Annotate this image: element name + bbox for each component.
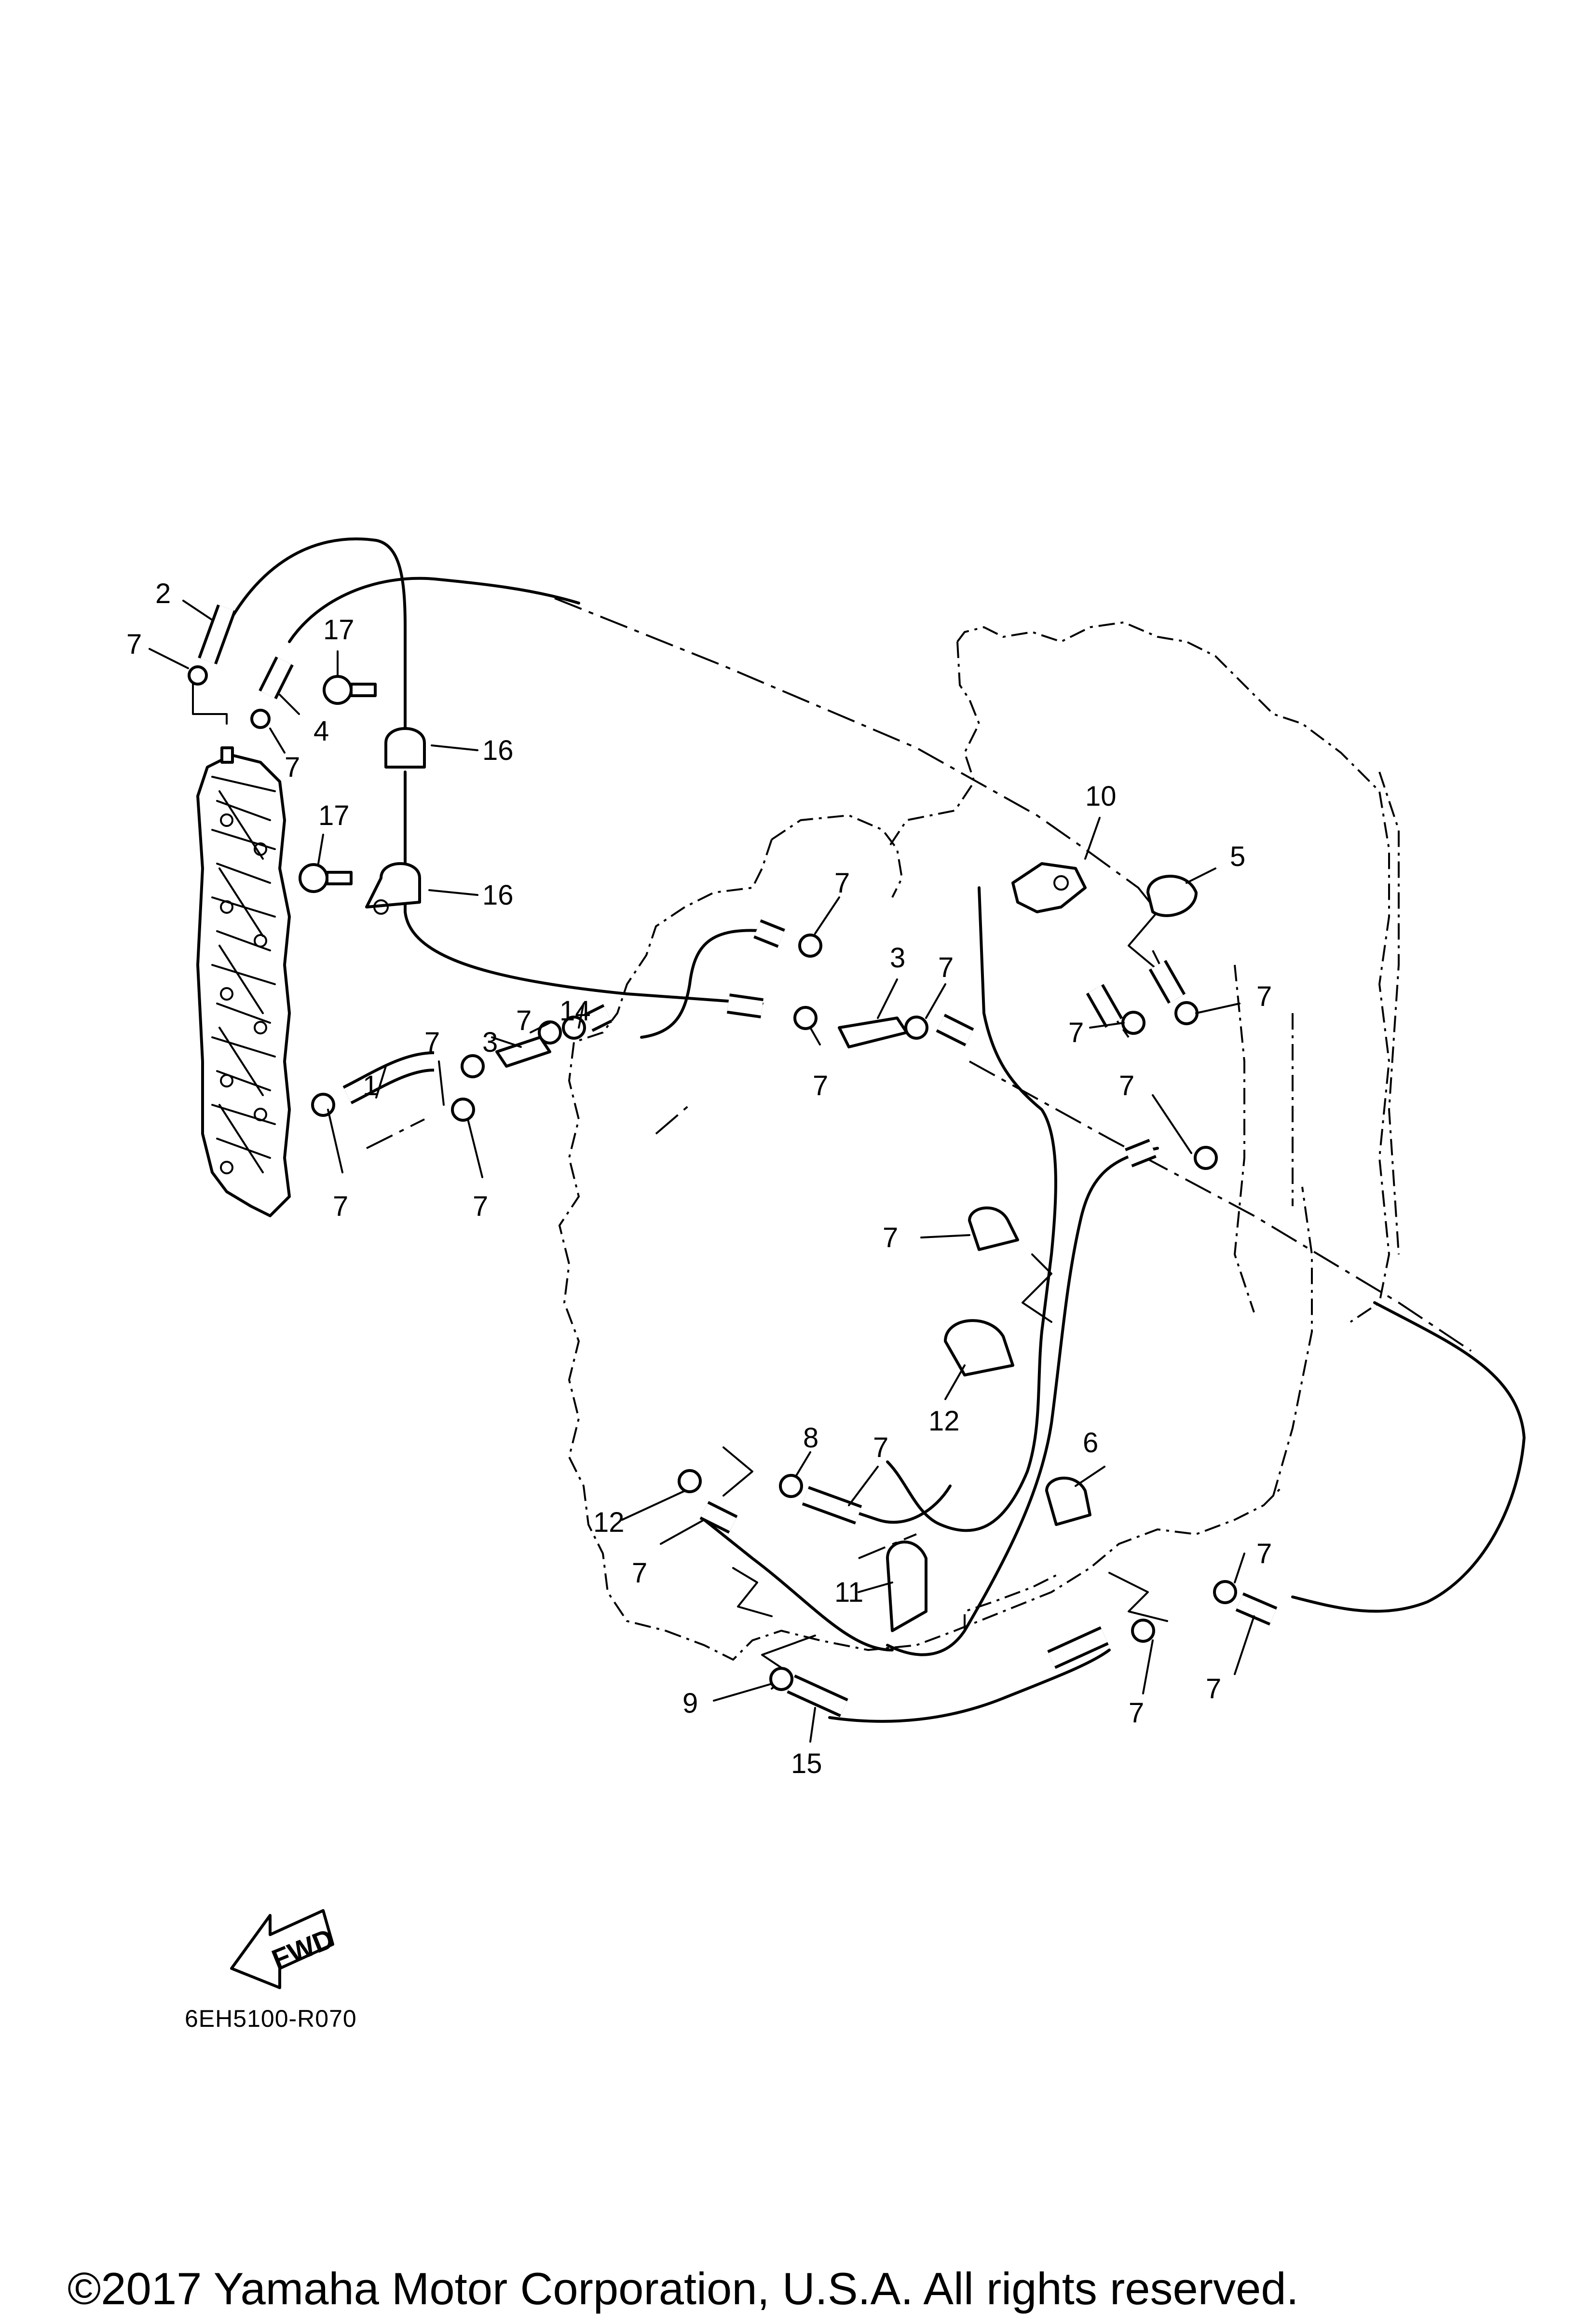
callout-7: 7 bbox=[1129, 1697, 1144, 1729]
callout-labels: 2 7 17 4 7 16 17 16 10 5 7 3 7 7 7 7 7 1… bbox=[126, 578, 1272, 1779]
exhaust-plate-gasket bbox=[196, 746, 291, 1217]
callout-7: 7 bbox=[938, 952, 954, 983]
callout-3: 3 bbox=[890, 942, 905, 974]
callout-12: 7 bbox=[883, 1222, 898, 1253]
callout-7: 7 bbox=[813, 1070, 828, 1101]
callout-9: 11 bbox=[834, 1577, 863, 1608]
clip-12-upper bbox=[968, 1206, 1019, 1251]
callout-17: 17 bbox=[318, 800, 350, 831]
callout-7: 7 bbox=[424, 1027, 440, 1058]
callout-16: 16 bbox=[482, 880, 514, 911]
hose-right-a bbox=[936, 1014, 974, 1046]
callout-10: 10 bbox=[1085, 781, 1117, 812]
callout-13: 15 bbox=[791, 1748, 822, 1779]
callout-7: 7 bbox=[1068, 1017, 1084, 1048]
callout-7: 9 bbox=[682, 1688, 698, 1719]
callout-4: 4 bbox=[314, 715, 329, 747]
callout-14: 14 bbox=[559, 995, 591, 1027]
callout-12: 6 bbox=[1083, 1427, 1098, 1458]
clip-12-lower bbox=[1045, 1476, 1091, 1526]
callout-7: 12 bbox=[593, 1507, 625, 1538]
clamp-16-upper bbox=[384, 727, 426, 769]
callout-7: 7 bbox=[834, 867, 850, 899]
hose-top-a bbox=[753, 919, 785, 948]
hose-right-b bbox=[1125, 1139, 1157, 1168]
clamp-10 bbox=[1011, 862, 1087, 913]
callout-7: 7 bbox=[1256, 981, 1272, 1012]
diagram-reference-code: 6EH5100-R070 bbox=[185, 2005, 357, 2032]
callout-16: 16 bbox=[482, 735, 514, 766]
joint-3-lower bbox=[495, 1036, 551, 1068]
callout-2: 2 bbox=[155, 578, 171, 609]
hose-11 bbox=[699, 1501, 738, 1534]
callout-8: 12 bbox=[928, 1405, 960, 1437]
hose-vert-a bbox=[1086, 984, 1123, 1028]
bolt-17-lower bbox=[299, 863, 353, 893]
hose-14 bbox=[584, 1004, 613, 1032]
callout-7: 7 bbox=[1119, 1070, 1134, 1101]
hose-clamps-7 bbox=[188, 665, 1237, 1691]
callout-7: 7 bbox=[285, 752, 300, 783]
hose-13 bbox=[787, 1674, 848, 1718]
hose-vert-b bbox=[1148, 960, 1186, 1004]
joint-3-upper bbox=[838, 1017, 908, 1048]
clip-9 bbox=[886, 1540, 927, 1632]
clamp-16-lower bbox=[365, 862, 421, 915]
callout-7: 7 bbox=[126, 629, 142, 660]
engine-block-outline bbox=[558, 621, 1400, 1661]
callout-7: 7 bbox=[1256, 1538, 1272, 1569]
hose-routing-lines bbox=[192, 537, 1526, 1723]
callout-3: 3 bbox=[482, 1027, 498, 1058]
hardware-parts bbox=[299, 675, 1198, 1632]
clip-5 bbox=[1146, 875, 1198, 917]
callout-7: 8 bbox=[803, 1422, 818, 1454]
hose-2 bbox=[198, 604, 236, 665]
callout-15: 7 bbox=[1206, 1673, 1221, 1705]
bolt-17-upper bbox=[323, 675, 377, 705]
callout-11: 7 bbox=[632, 1557, 647, 1589]
callout-leaders bbox=[149, 600, 1255, 1743]
callout-1: 1 bbox=[363, 1070, 378, 1101]
hose-6 bbox=[802, 1486, 862, 1525]
callout-7: 7 bbox=[516, 1005, 532, 1036]
callout-5: 5 bbox=[1230, 841, 1245, 872]
callout-6: 7 bbox=[873, 1432, 888, 1463]
hose-1 bbox=[342, 1051, 435, 1104]
clip-8 bbox=[944, 1319, 1014, 1376]
hose-13b bbox=[1047, 1626, 1109, 1669]
callout-17: 17 bbox=[323, 614, 354, 646]
hose-4 bbox=[259, 656, 294, 700]
fwd-direction-arrow: FWD bbox=[230, 1909, 338, 1989]
hoses bbox=[198, 604, 1278, 1718]
copyright-notice: ©2017 Yamaha Motor Corporation, U.S.A. A… bbox=[68, 2263, 1299, 2314]
callout-7: 7 bbox=[333, 1191, 348, 1222]
hose-15 bbox=[1235, 1592, 1278, 1626]
hose-top-b bbox=[727, 993, 763, 1018]
callout-7: 7 bbox=[473, 1191, 488, 1222]
